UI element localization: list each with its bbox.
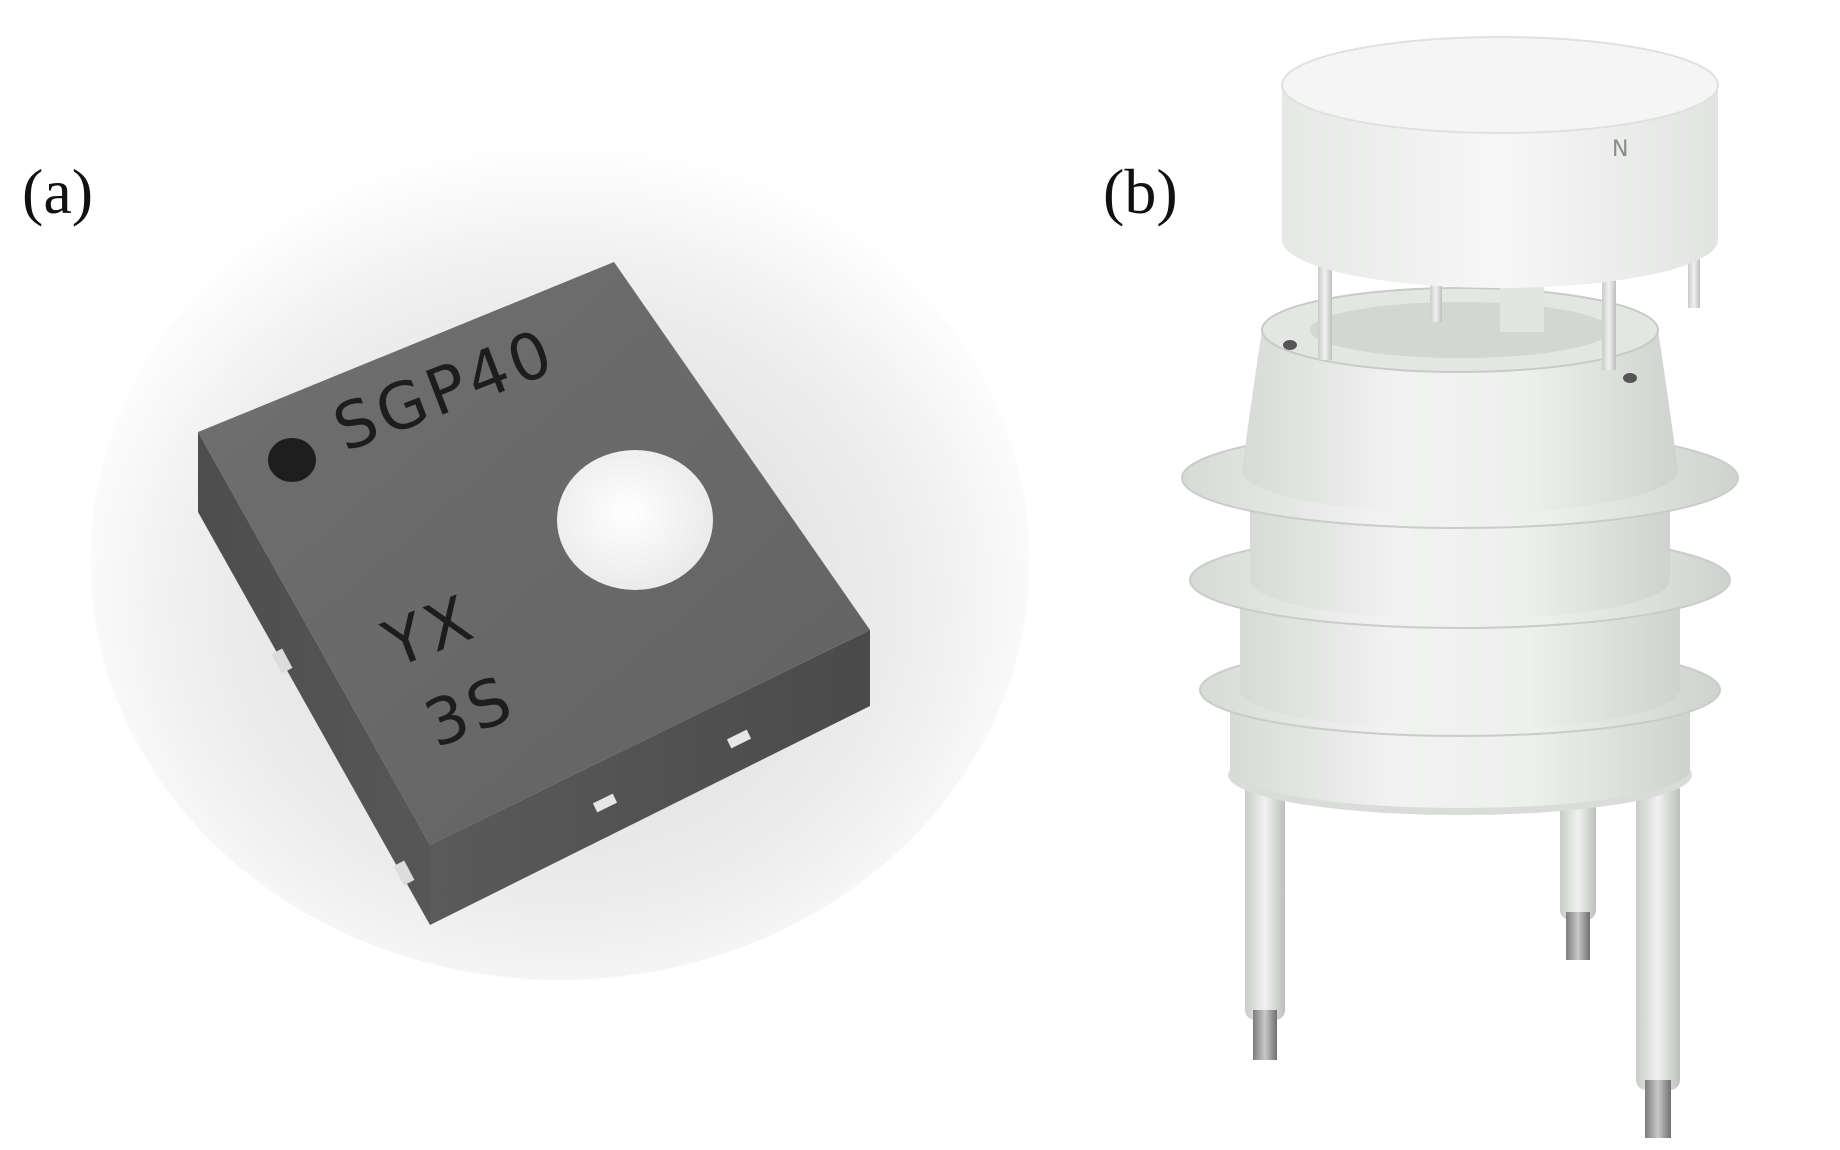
station-cap-side bbox=[1282, 85, 1718, 288]
station-shoulder bbox=[1242, 330, 1678, 514]
station-leg-tip bbox=[1253, 1010, 1277, 1060]
station-sensor-cavity bbox=[1310, 302, 1610, 358]
panel-label-a: (a) bbox=[22, 156, 94, 227]
weather-station: N bbox=[1181, 36, 1739, 1138]
chip-sensor-membrane bbox=[557, 450, 713, 590]
sensor-chip: SGP40 YX 3S bbox=[90, 140, 1030, 980]
station-screw bbox=[1283, 340, 1297, 350]
chip-pad bbox=[393, 860, 415, 886]
station-support-rod bbox=[1602, 255, 1616, 370]
chip-pad bbox=[271, 648, 293, 674]
station-leg-right bbox=[1636, 780, 1680, 1090]
station-leg-tip bbox=[1645, 1080, 1671, 1138]
chip-pad bbox=[592, 793, 618, 813]
station-cap-top bbox=[1281, 36, 1719, 134]
station-screw bbox=[1623, 373, 1637, 383]
panel-label-b: (b) bbox=[1103, 156, 1178, 227]
chip-top-face bbox=[198, 262, 870, 845]
chip-left-side bbox=[198, 432, 430, 925]
station-north-marking: N bbox=[1612, 137, 1628, 162]
chip-pad bbox=[726, 729, 752, 749]
station-support-rod bbox=[1318, 255, 1332, 360]
station-leg-left bbox=[1245, 770, 1285, 1020]
station-leg-tip bbox=[1566, 912, 1590, 960]
station-support-rod bbox=[1688, 258, 1700, 308]
chip-front-side bbox=[430, 630, 870, 925]
chip-pin1-dot bbox=[268, 438, 316, 482]
